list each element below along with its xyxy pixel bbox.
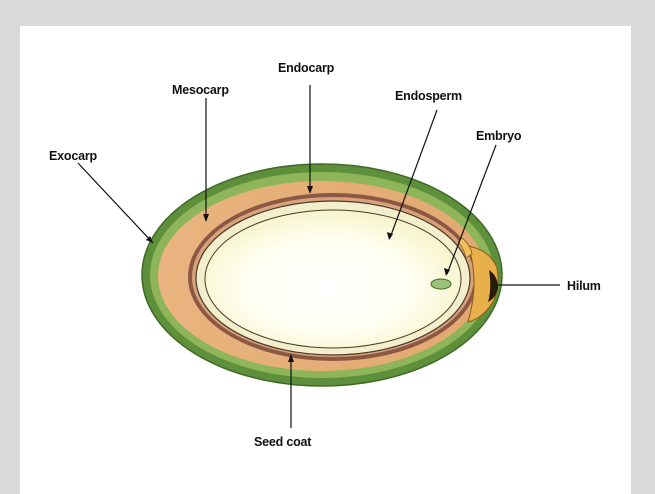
label-seed-coat: Seed coat bbox=[254, 435, 312, 449]
label-endocarp: Endocarp bbox=[278, 61, 335, 75]
label-exocarp: Exocarp bbox=[49, 149, 97, 163]
endosperm-area bbox=[205, 210, 461, 348]
label-endosperm: Endosperm bbox=[395, 89, 462, 103]
exocarp-leader bbox=[78, 163, 153, 243]
label-hilum: Hilum bbox=[567, 279, 601, 293]
embryo-shape bbox=[431, 279, 451, 289]
label-embryo: Embryo bbox=[476, 129, 522, 143]
label-mesocarp: Mesocarp bbox=[172, 83, 229, 97]
